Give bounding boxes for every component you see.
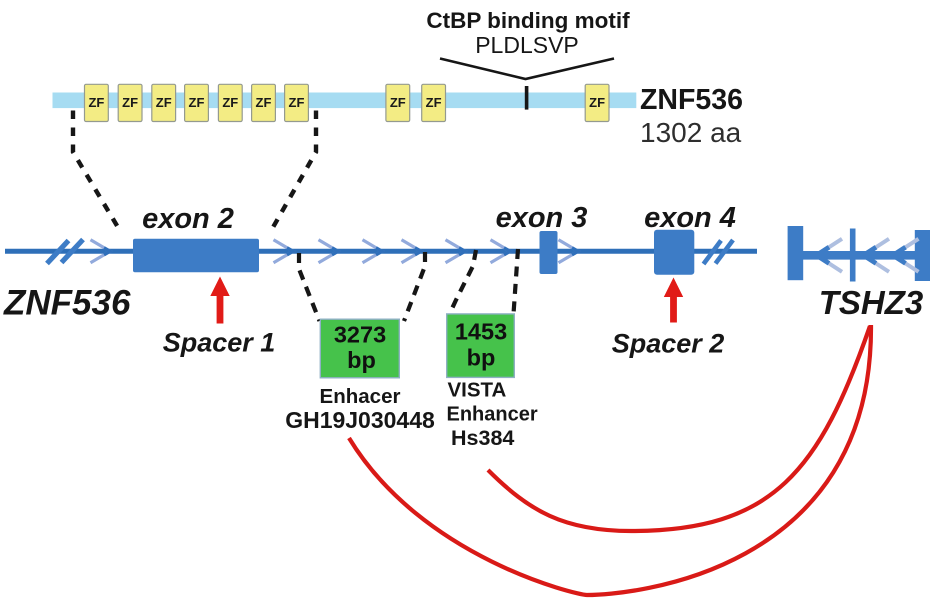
svg-text:Spacer 1: Spacer 1 [163, 328, 276, 358]
svg-text:Enhacer: Enhacer [320, 385, 401, 408]
svg-text:Spacer 2: Spacer 2 [612, 329, 725, 359]
svg-text:exon 3: exon 3 [496, 202, 588, 234]
svg-text:Enhancer: Enhancer [447, 404, 538, 426]
svg-text:bp: bp [347, 347, 376, 373]
svg-text:ZNF536: ZNF536 [3, 284, 131, 323]
svg-text:1453: 1453 [455, 319, 507, 345]
svg-text:1302 aa: 1302 aa [640, 117, 742, 148]
svg-text:3273: 3273 [334, 322, 386, 348]
svg-text:bp: bp [467, 345, 496, 371]
svg-text:GH19J030448: GH19J030448 [285, 407, 435, 433]
svg-text:ZNF536: ZNF536 [640, 84, 743, 116]
svg-text:exon 2: exon 2 [142, 203, 234, 235]
svg-text:exon 4: exon 4 [644, 202, 736, 234]
svg-text:Hs384: Hs384 [451, 426, 514, 450]
svg-text:CtBP binding motif: CtBP binding motif [426, 8, 630, 33]
svg-text:TSHZ3: TSHZ3 [819, 284, 924, 321]
svg-text:VISTA: VISTA [448, 379, 507, 402]
svg-text:PLDLSVP: PLDLSVP [475, 32, 579, 58]
